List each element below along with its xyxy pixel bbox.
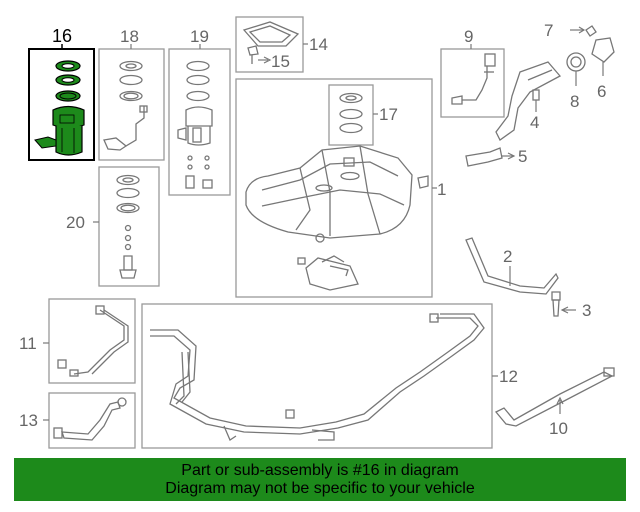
banner-line-1: Part or sub-assembly is #16 in diagram [181, 461, 459, 479]
part-19-group[interactable] [168, 44, 231, 196]
callout-8[interactable]: 8 [570, 92, 579, 111]
callout-20[interactable]: 20 [66, 213, 85, 232]
callout-14[interactable]: 14 [309, 35, 328, 54]
banner-line-2: Diagram may not be specific to your vehi… [165, 479, 475, 497]
callout-7[interactable]: 7 [544, 21, 553, 40]
fuel-lines-12[interactable] [141, 303, 498, 449]
callout-16[interactable]: 16 [52, 26, 72, 46]
callout-11[interactable]: 11 [19, 334, 37, 353]
callout-15[interactable]: 15 [271, 52, 290, 71]
callout-12[interactable]: 12 [499, 367, 518, 386]
callout-1[interactable]: 1 [437, 180, 446, 199]
fuel-tank-1[interactable] [235, 78, 437, 298]
part-13-group[interactable] [43, 392, 136, 449]
fuel-pump-module-16 [34, 60, 85, 156]
callout-10[interactable]: 10 [549, 419, 568, 438]
callout-18[interactable]: 18 [120, 27, 139, 46]
callout-13[interactable]: 13 [19, 411, 38, 430]
part-9-group[interactable] [440, 44, 505, 118]
part-11-group[interactable] [43, 298, 136, 384]
hose-5[interactable] [465, 147, 516, 167]
callout-2[interactable]: 2 [503, 247, 512, 266]
part-20-group[interactable] [93, 166, 160, 287]
callout-4[interactable]: 4 [530, 113, 539, 132]
info-banner: Part or sub-assembly is #16 in diagram D… [14, 458, 626, 501]
part-14-15-group[interactable] [235, 16, 308, 73]
parts-6-7-8[interactable] [566, 25, 615, 86]
vent-tube-10[interactable] [494, 367, 615, 427]
strap-2-bolt-3[interactable] [465, 237, 576, 317]
callout-19[interactable]: 19 [190, 27, 209, 46]
part-16-group[interactable] [28, 44, 95, 161]
callout-5[interactable]: 5 [518, 147, 527, 166]
callout-3[interactable]: 3 [582, 301, 591, 320]
part-18-group[interactable] [98, 44, 165, 161]
box-17 [328, 84, 374, 146]
callout-9[interactable]: 9 [464, 27, 473, 46]
filler-pipe-4[interactable] [495, 61, 562, 141]
callout-17[interactable]: 17 [379, 105, 398, 124]
callout-6[interactable]: 6 [597, 82, 606, 101]
